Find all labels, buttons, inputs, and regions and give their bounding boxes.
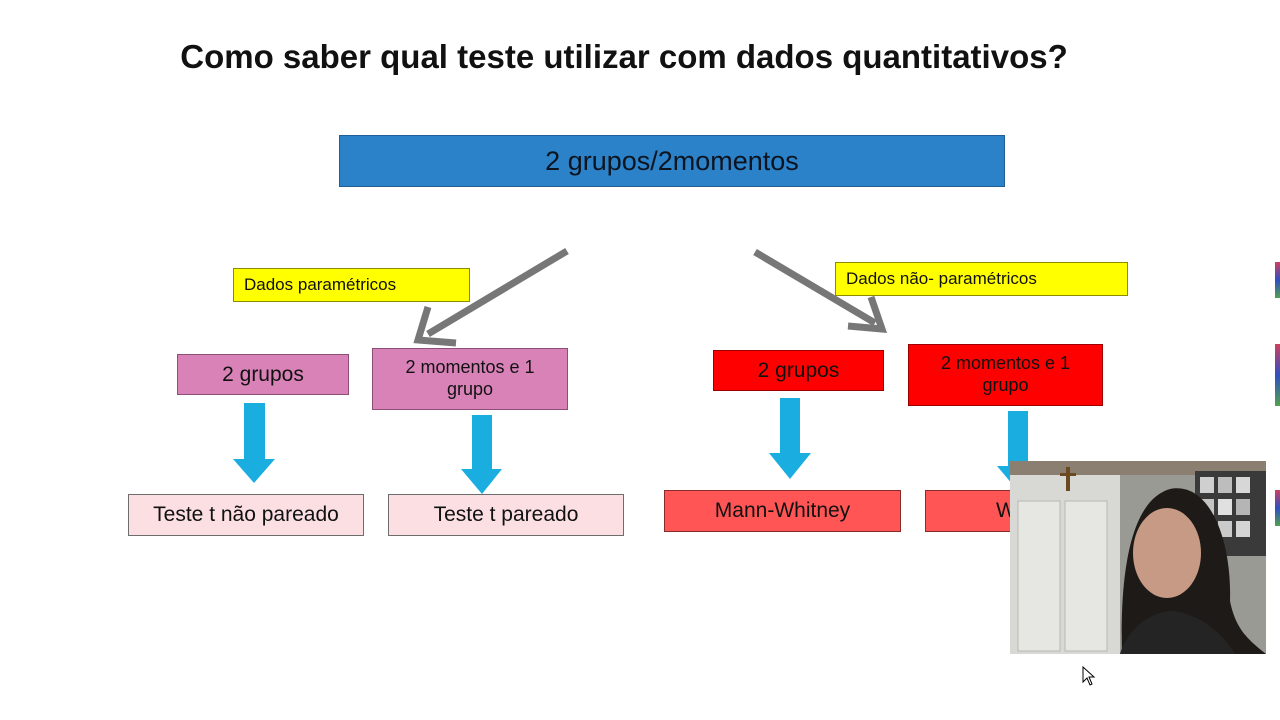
- result-teste-t-pareado: Teste t pareado: [388, 494, 624, 536]
- box-left-2-momentos: 2 momentos e 1 grupo: [372, 348, 568, 410]
- result-teste-t-nao-pareado: Teste t não pareado: [128, 494, 364, 536]
- root-box: 2 grupos/2momentos: [339, 135, 1005, 187]
- diag-arrow-right: [753, 248, 888, 333]
- webcam-feed: [1010, 461, 1266, 654]
- mouse-cursor-icon: [1082, 666, 1096, 686]
- edge-artifact-3: [1275, 490, 1280, 526]
- label-nonparametric: Dados não- paramétricos: [835, 262, 1128, 296]
- box-right-2-grupos: 2 grupos: [713, 350, 884, 391]
- box-right-2-momentos: 2 momentos e 1 grupo: [908, 344, 1103, 406]
- diag-arrow-left: [413, 247, 569, 347]
- edge-artifact-2: [1275, 344, 1280, 406]
- slide-title: Como saber qual teste utilizar com dados…: [180, 38, 1068, 75]
- down-arrow-1: [233, 403, 275, 483]
- label-parametric: Dados paramétricos: [233, 268, 470, 302]
- edge-artifact-1: [1275, 262, 1280, 298]
- webcam-overlay: [1010, 461, 1266, 654]
- down-arrow-3: [769, 398, 811, 479]
- box-left-2-grupos: 2 grupos: [177, 354, 349, 395]
- result-mann-whitney: Mann-Whitney: [664, 490, 901, 532]
- down-arrow-2: [461, 415, 502, 494]
